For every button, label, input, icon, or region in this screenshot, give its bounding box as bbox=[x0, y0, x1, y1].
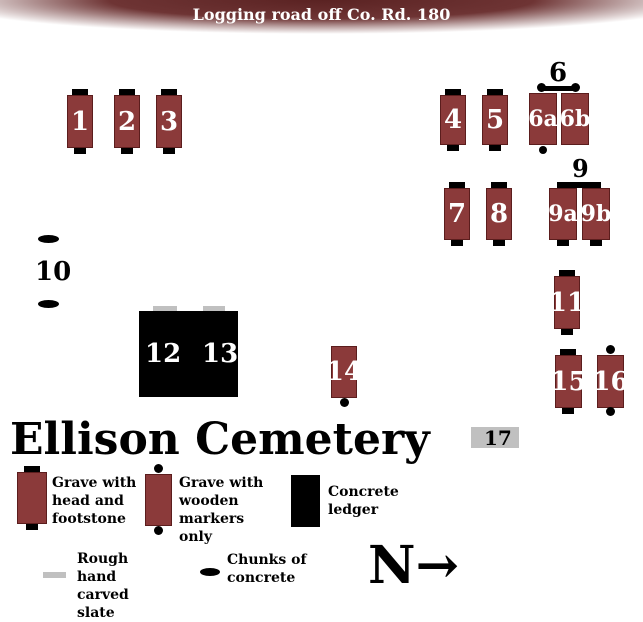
grave-5-footstone bbox=[489, 145, 501, 151]
legend-grave-head-foot-swatch bbox=[17, 472, 47, 524]
grave-6a[interactable]: 6a bbox=[528, 93, 558, 145]
legend-concrete-label: Chunks of concrete bbox=[227, 552, 307, 586]
legend-ledger-label: Concrete ledger bbox=[328, 484, 399, 518]
grave-8-footstone bbox=[493, 240, 505, 246]
legend-ledger-swatch bbox=[291, 475, 320, 527]
concrete-chunk bbox=[606, 407, 615, 416]
grave-15-footstone bbox=[562, 408, 574, 414]
grave-9a-footstone bbox=[557, 240, 569, 246]
grave-7[interactable]: 7 bbox=[444, 188, 470, 240]
grave-8[interactable]: 8 bbox=[486, 188, 512, 240]
grave-15[interactable]: 15 bbox=[550, 355, 587, 408]
slate-marker bbox=[153, 306, 177, 311]
grave-6-label: 6 bbox=[549, 58, 568, 88]
grave-9-shared-stone bbox=[557, 182, 601, 188]
concrete-chunk bbox=[154, 526, 163, 535]
grave-9b[interactable]: 9b bbox=[581, 188, 611, 240]
legend-grave-wooden-swatch bbox=[145, 474, 172, 526]
concrete-chunk bbox=[539, 146, 547, 154]
grave-6-shared-stone bbox=[543, 86, 577, 91]
road-label: Logging road off Co. Rd. 180 bbox=[192, 5, 451, 24]
concrete-chunk bbox=[38, 235, 59, 243]
grave-14[interactable]: 14 bbox=[326, 346, 362, 398]
road-banner bbox=[0, 0, 643, 34]
grave-9-label: 9 bbox=[572, 154, 589, 183]
concrete-ledger-12-13 bbox=[139, 311, 238, 397]
grave-5[interactable]: 5 bbox=[482, 95, 508, 145]
concrete-chunk bbox=[340, 398, 349, 407]
grave-4-footstone bbox=[447, 145, 459, 151]
grave-11-footstone bbox=[561, 329, 573, 335]
grave-11[interactable]: 11 bbox=[549, 276, 585, 329]
grave-4[interactable]: 4 bbox=[440, 95, 466, 145]
grave-16[interactable]: 16 bbox=[592, 355, 629, 408]
grave-1[interactable]: 1 bbox=[67, 95, 93, 148]
legend-slate-label: Rough hand carved slate bbox=[77, 551, 129, 621]
grave-10-label[interactable]: 10 bbox=[35, 257, 72, 287]
legend-head-foot-label: Grave with head and footstone bbox=[52, 475, 137, 527]
grave-1-headstone bbox=[72, 89, 88, 95]
legend-concrete-swatch bbox=[200, 568, 220, 576]
concrete-chunk bbox=[537, 83, 546, 92]
grave-7-headstone bbox=[449, 182, 465, 188]
grave-17-label: 17 bbox=[484, 426, 512, 450]
grave-12[interactable]: 12 bbox=[145, 339, 182, 369]
concrete-chunk bbox=[154, 464, 163, 473]
grave-11-headstone bbox=[559, 270, 575, 276]
legend-slate-swatch bbox=[43, 572, 66, 578]
grave-3-footstone bbox=[163, 148, 175, 154]
concrete-chunk bbox=[571, 83, 580, 92]
grave-9b-footstone bbox=[590, 240, 602, 246]
grave-6b[interactable]: 6b bbox=[560, 93, 590, 145]
grave-3-headstone bbox=[161, 89, 177, 95]
slate-marker bbox=[203, 306, 225, 311]
grave-13[interactable]: 13 bbox=[202, 339, 239, 369]
north-arrow: N→ bbox=[368, 535, 460, 596]
legend-footstone-sample bbox=[26, 524, 38, 530]
grave-15-headstone bbox=[560, 349, 576, 355]
grave-7-footstone bbox=[451, 240, 463, 246]
grave-2[interactable]: 2 bbox=[114, 95, 140, 148]
cemetery-title: Ellison Cemetery bbox=[10, 414, 430, 465]
grave-4-headstone bbox=[445, 89, 461, 95]
concrete-chunk bbox=[606, 345, 615, 354]
grave-9a[interactable]: 9a bbox=[548, 188, 578, 240]
grave-3[interactable]: 3 bbox=[156, 95, 182, 148]
grave-2-headstone bbox=[119, 89, 135, 95]
concrete-chunk bbox=[38, 300, 59, 308]
grave-1-footstone bbox=[74, 148, 86, 154]
grave-2-footstone bbox=[121, 148, 133, 154]
legend-headstone-sample bbox=[24, 466, 40, 472]
grave-5-headstone bbox=[487, 89, 503, 95]
legend-wooden-label: Grave with wooden markers only bbox=[179, 475, 264, 545]
grave-8-headstone bbox=[491, 182, 507, 188]
grave-17-slate[interactable] bbox=[471, 427, 519, 448]
